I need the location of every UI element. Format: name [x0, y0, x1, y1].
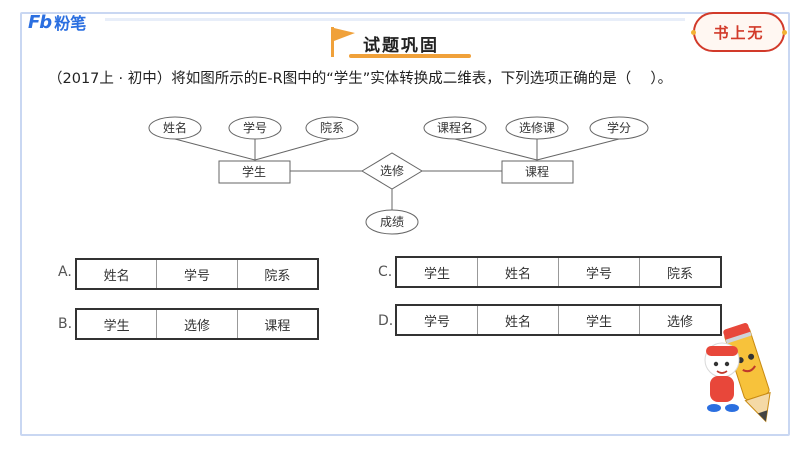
- er-attr-course-name: 课程名: [423, 116, 487, 140]
- svg-text:姓名: 姓名: [163, 120, 187, 135]
- er-attr-elective: 选修课: [505, 116, 569, 140]
- er-attr-score: 成绩: [365, 209, 419, 235]
- option-c-cell: 学号: [559, 258, 640, 286]
- option-d-cell: 学生: [559, 306, 640, 334]
- brand-logo: Fb 粉笔: [28, 10, 86, 34]
- er-relationship-enroll: 选修: [361, 152, 423, 190]
- option-d-cell: 学号: [397, 306, 478, 334]
- no-textbook-badge: 书上无: [691, 12, 787, 52]
- option-a-cell: 姓名: [77, 260, 158, 288]
- option-c-cell: 姓名: [478, 258, 559, 286]
- svg-text:选修: 选修: [380, 163, 404, 178]
- section-title-text: 试题巩固: [363, 36, 439, 56]
- option-d-cell: 选修: [666, 314, 693, 330]
- er-attr-student-dept: 院系: [305, 116, 359, 140]
- option-b-cell: 学生: [77, 310, 158, 338]
- er-attr-student-id: 学号: [228, 116, 282, 140]
- brand-name: 粉笔: [54, 14, 87, 33]
- option-c-letter: C.: [378, 264, 393, 280]
- option-b-cell: 选修: [157, 310, 238, 338]
- badge-text: 书上无: [713, 23, 765, 42]
- option-c-cell: 学生: [397, 258, 478, 286]
- option-b-letter: B.: [58, 316, 73, 332]
- question-text: （2017上 · 初中）将如图所示的E-R图中的“学生”实体转换成二维表，下列选…: [48, 71, 673, 87]
- svg-text:课程: 课程: [525, 164, 549, 179]
- option-a-letter: A.: [58, 264, 72, 280]
- svg-text:院系: 院系: [320, 121, 344, 135]
- option-c-table[interactable]: 学生 姓名 学号 院系: [395, 256, 722, 288]
- svg-text:学分: 学分: [607, 120, 631, 135]
- option-c-cell: 院系: [666, 266, 693, 282]
- option-d-letter: D.: [378, 313, 394, 329]
- option-d-cell: 姓名: [478, 306, 559, 334]
- brand-logo-mark: Fb: [28, 11, 52, 33]
- svg-text:课程名: 课程名: [437, 120, 473, 135]
- pencil-mascot-icon: [704, 322, 771, 423]
- flag-icon: [331, 27, 355, 57]
- option-a-cell: 院系: [264, 268, 291, 284]
- svg-text:成绩: 成绩: [380, 215, 404, 229]
- er-attr-credit: 学分: [589, 116, 649, 140]
- svg-text:选修课: 选修课: [519, 120, 555, 135]
- er-entity-course: 课程: [501, 160, 574, 184]
- option-b-cell: 课程: [264, 318, 291, 334]
- option-b-table[interactable]: 学生 选修 课程: [75, 308, 319, 340]
- option-d-table[interactable]: 学号 姓名 学生 选修: [395, 304, 722, 336]
- svg-text:学生: 学生: [242, 164, 266, 179]
- er-entity-student: 学生: [218, 160, 291, 184]
- section-title: 试题巩固: [325, 25, 475, 58]
- er-attr-student-name: 姓名: [148, 116, 202, 140]
- option-a-table[interactable]: 姓名 学号 院系: [75, 258, 319, 290]
- option-a-cell: 学号: [157, 260, 238, 288]
- top-divider: [105, 18, 685, 21]
- title-underline: [349, 54, 471, 58]
- svg-text:学号: 学号: [243, 120, 267, 135]
